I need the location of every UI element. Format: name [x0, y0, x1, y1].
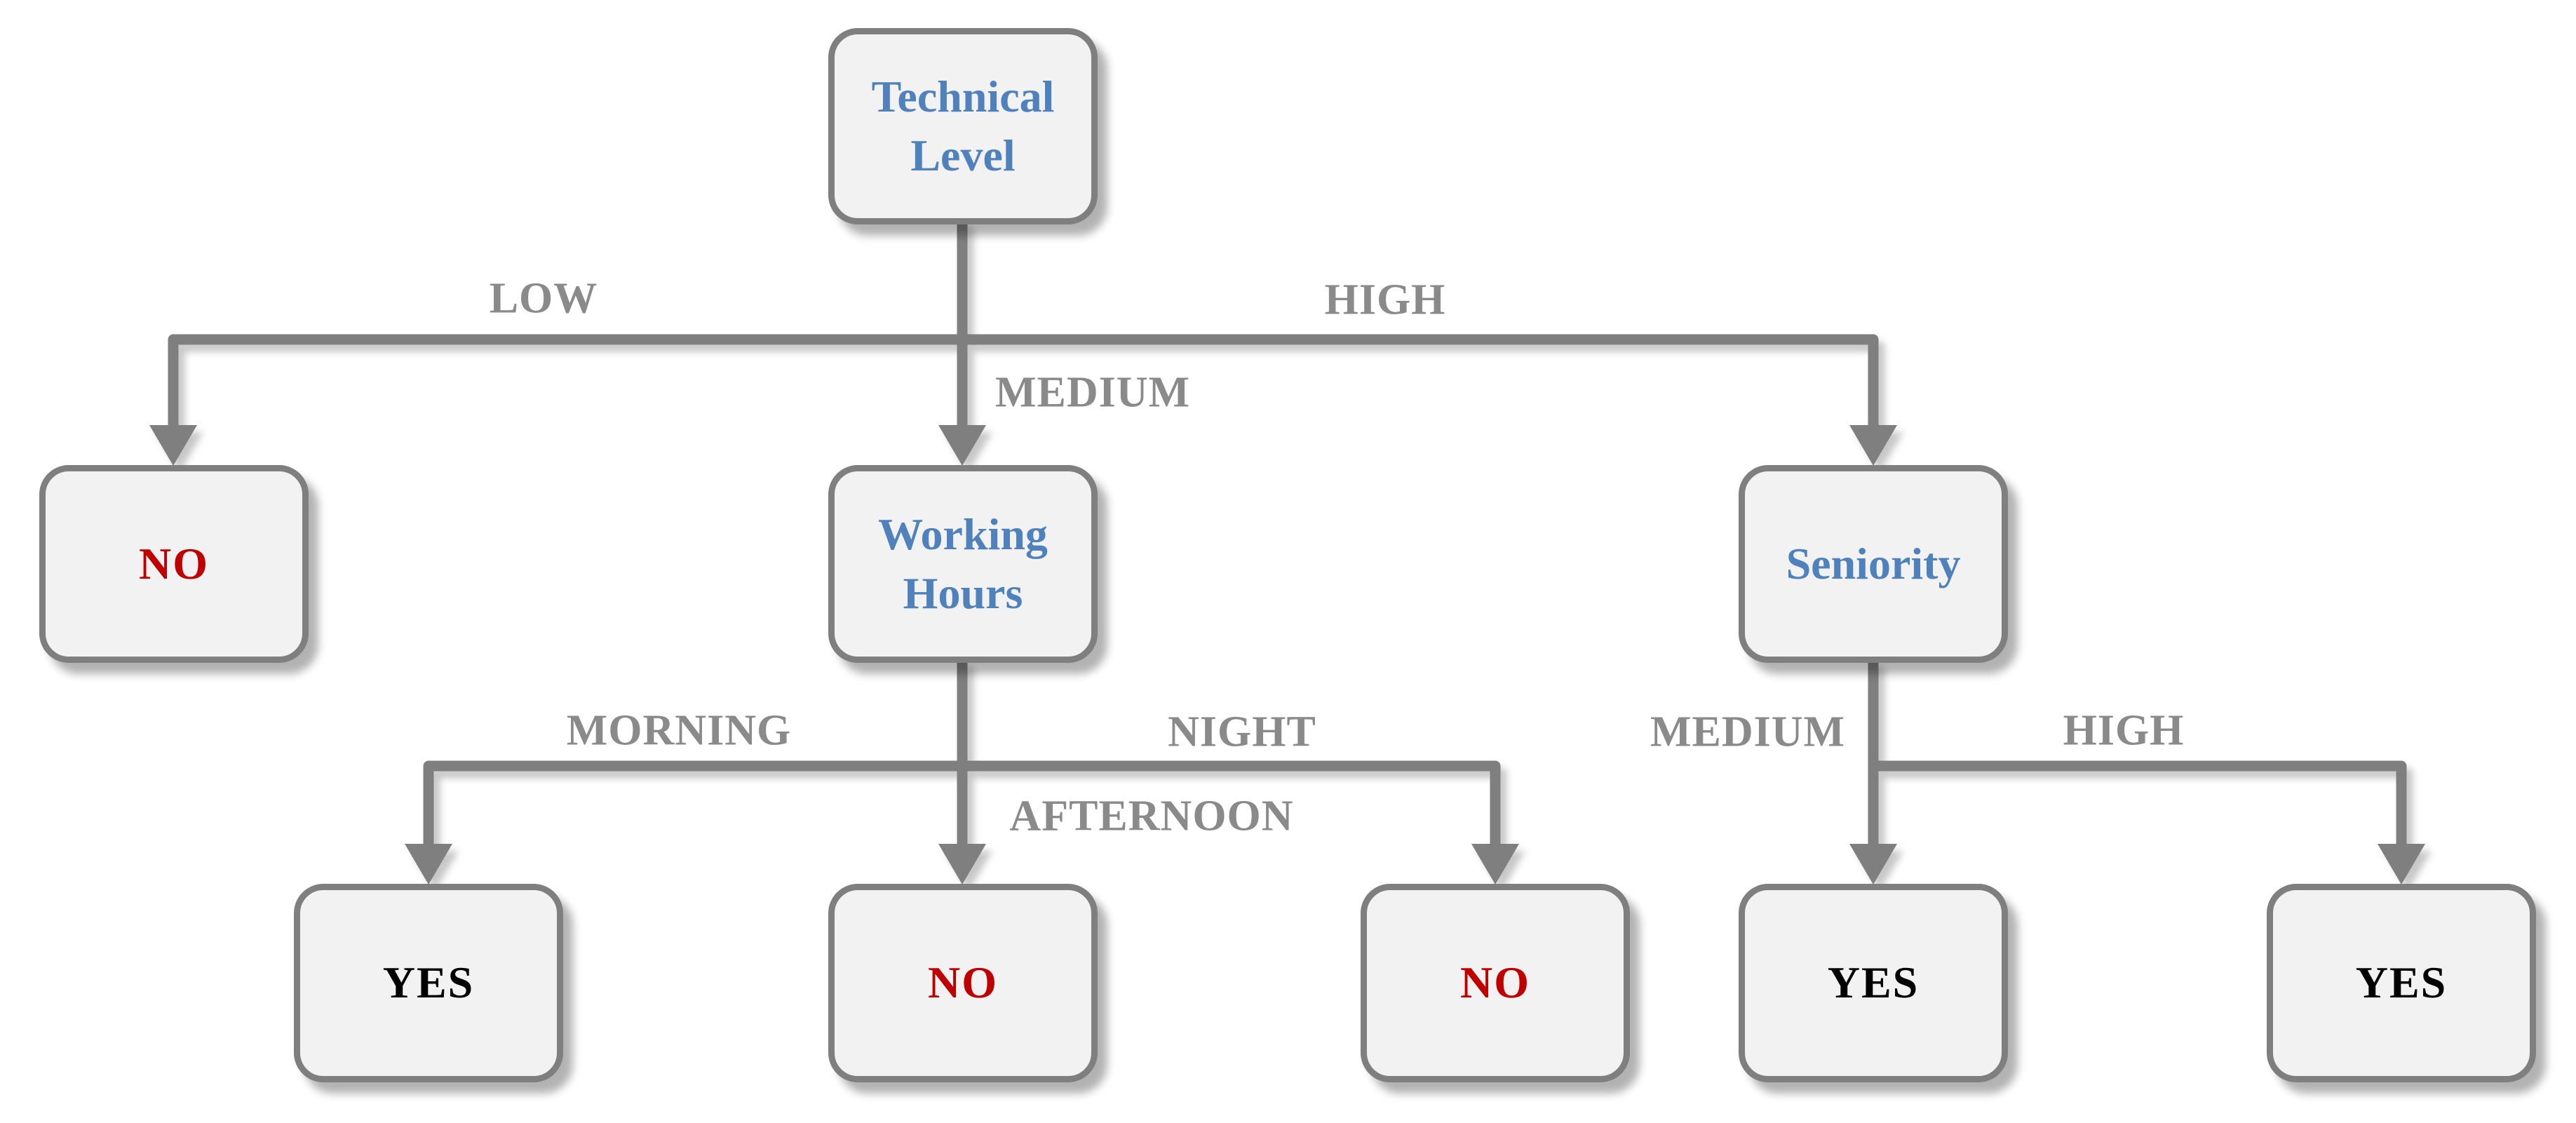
- node-outcome-no-low: NO: [39, 465, 309, 663]
- node-working-hours: Working Hours: [828, 465, 1098, 663]
- edge-label-low: LOW: [489, 274, 598, 323]
- node-outcome-no-night: NO: [1361, 884, 1630, 1082]
- edge-label-medium: MEDIUM: [994, 368, 1191, 417]
- edge-label-seniority-medium: MEDIUM: [1650, 708, 1846, 756]
- node-outcome-yes-medium: YES: [1739, 884, 2008, 1082]
- edge-label-high: HIGH: [1324, 276, 1446, 324]
- arrowhead-low-icon: [149, 425, 197, 466]
- node-outcome-no-afternoon-label: NO: [928, 957, 998, 1008]
- arrowhead-high-icon: [1849, 425, 1897, 466]
- arrowhead-night-icon: [1471, 844, 1519, 885]
- edge-label-seniority-high: HIGH: [2063, 706, 2185, 755]
- edge-label-afternoon: AFTERNOON: [1009, 792, 1294, 840]
- node-outcome-yes-high: YES: [2267, 884, 2536, 1082]
- node-outcome-no-low-label: NO: [139, 538, 209, 589]
- node-outcome-no-night-label: NO: [1460, 957, 1530, 1008]
- node-technical-level-label: Technical Level: [871, 71, 1055, 180]
- arrowhead-seniority-medium-icon: [1849, 844, 1897, 885]
- node-working-hours-label: Working Hours: [878, 509, 1048, 618]
- node-outcome-no-afternoon: NO: [828, 884, 1098, 1082]
- node-outcome-yes-medium-label: YES: [1827, 957, 1920, 1008]
- node-outcome-yes-high-label: YES: [2355, 957, 2448, 1008]
- arrowhead-morning-icon: [405, 844, 452, 885]
- arrowhead-medium-icon: [938, 425, 986, 466]
- arrowhead-seniority-high-icon: [2378, 844, 2425, 885]
- node-outcome-yes-morning-label: YES: [382, 957, 475, 1008]
- arrowhead-afternoon-icon: [938, 844, 986, 885]
- node-seniority: Seniority: [1739, 465, 2008, 663]
- node-technical-level: Technical Level: [828, 28, 1098, 224]
- edge-workinghours-rail: [423, 760, 1501, 844]
- node-seniority-label: Seniority: [1786, 538, 1961, 589]
- edge-seniority-rail: [1873, 760, 2407, 844]
- node-outcome-yes-morning: YES: [294, 884, 563, 1082]
- edge-label-morning: MORNING: [566, 706, 792, 755]
- edge-label-night: NIGHT: [1168, 708, 1316, 756]
- edge-level1-rail: [168, 334, 1879, 425]
